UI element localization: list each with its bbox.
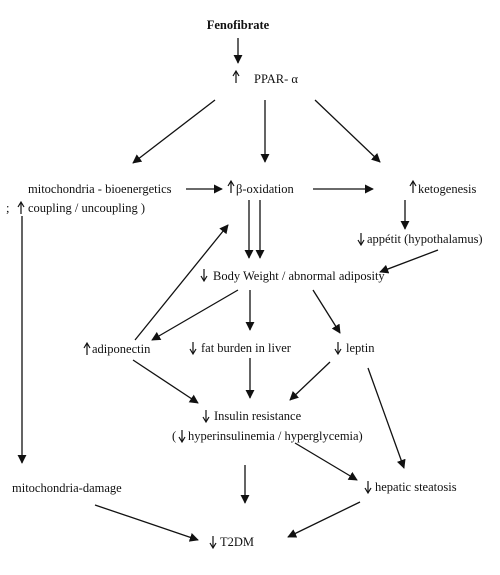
- insulin-line2-paren: (: [172, 429, 176, 443]
- increase-arrow-icon: [227, 179, 235, 193]
- ppar-label: PPAR- α: [254, 72, 298, 86]
- node-t2dm: T2DM: [209, 535, 254, 550]
- edge-body-weight-adiponectin: [151, 289, 239, 341]
- leptin-label: leptin: [346, 341, 375, 355]
- edge-leptin-insulin: [289, 361, 331, 401]
- nodes: Fenofibrate PPAR- α mitochondria - bioen…: [6, 18, 483, 550]
- mito-bio-line2: coupling / uncoupling ): [28, 201, 145, 215]
- increase-arrow-icon: [232, 69, 240, 83]
- node-appetite: appétit (hypothalamus): [357, 232, 483, 247]
- edge-leptin-hepatic: [367, 367, 406, 469]
- edge-appetite-body-weight: [379, 249, 439, 274]
- beta-ox-label: β-oxidation: [236, 182, 294, 196]
- body-weight-label: Body Weight / abnormal adiposity: [213, 269, 385, 283]
- decrease-arrow-icon: [202, 410, 210, 424]
- decrease-arrow-icon: [364, 481, 372, 495]
- edge-body-weight-leptin: [312, 289, 341, 334]
- node-body-weight: Body Weight / abnormal adiposity: [200, 269, 385, 283]
- node-mito-damage: mitochondria-damage: [12, 481, 122, 495]
- increase-arrow-icon: [83, 341, 91, 355]
- hepatic-label: hepatic steatosis: [375, 480, 457, 494]
- adiponectin-label: adiponectin: [92, 342, 151, 356]
- decrease-arrow-icon: [178, 430, 186, 444]
- decrease-arrow-icon: [334, 342, 342, 356]
- increase-arrow-icon: [17, 200, 25, 214]
- node-ppar: PPAR- α: [232, 69, 298, 86]
- decrease-arrow-icon: [189, 342, 197, 356]
- ketogenesis-label: ketogenesis: [418, 182, 476, 196]
- node-insulin-resistance: Insulin resistance ( hyperinsulinemia / …: [172, 409, 363, 444]
- decrease-arrow-icon: [357, 233, 365, 247]
- edge-ppar-ketogenesis: [314, 99, 381, 163]
- increase-arrow-icon: [409, 179, 417, 193]
- edge-mito-damage-t2dm: [94, 504, 199, 542]
- decrease-arrow-icon: [209, 536, 217, 550]
- node-mito-bioenergetics: mitochondria - bioenergetics ; coupling …: [6, 182, 172, 215]
- node-hepatic-steatosis: hepatic steatosis: [364, 480, 457, 495]
- edges: [17, 38, 439, 542]
- node-beta-oxidation: β-oxidation: [227, 179, 294, 196]
- edge-ppar-mito-bio: [132, 99, 216, 164]
- edge-adiponectin-insulin: [132, 359, 199, 404]
- insulin-line1: Insulin resistance: [214, 409, 302, 423]
- edge-adiponectin-beta-ox: [134, 224, 229, 341]
- appetite-label: appétit (hypothalamus): [367, 232, 483, 246]
- insulin-line2: hyperinsulinemia / hyperglycemia): [188, 429, 363, 443]
- node-ketogenesis: ketogenesis: [409, 179, 476, 196]
- edge-hepatic-t2dm: [287, 501, 361, 538]
- fat-liver-label: fat burden in liver: [201, 341, 292, 355]
- mito-bio-open-bracket: ;: [6, 201, 9, 215]
- node-adiponectin: adiponectin: [83, 341, 151, 356]
- t2dm-label: T2DM: [220, 535, 254, 549]
- node-fenofibrate: Fenofibrate: [207, 18, 270, 32]
- node-leptin: leptin: [334, 341, 375, 356]
- mito-bio-line1: mitochondria - bioenergetics: [28, 182, 172, 196]
- decrease-arrow-icon: [200, 269, 208, 283]
- node-fat-burden-liver: fat burden in liver: [189, 341, 292, 356]
- edge-insulin-hepatic: [294, 442, 358, 481]
